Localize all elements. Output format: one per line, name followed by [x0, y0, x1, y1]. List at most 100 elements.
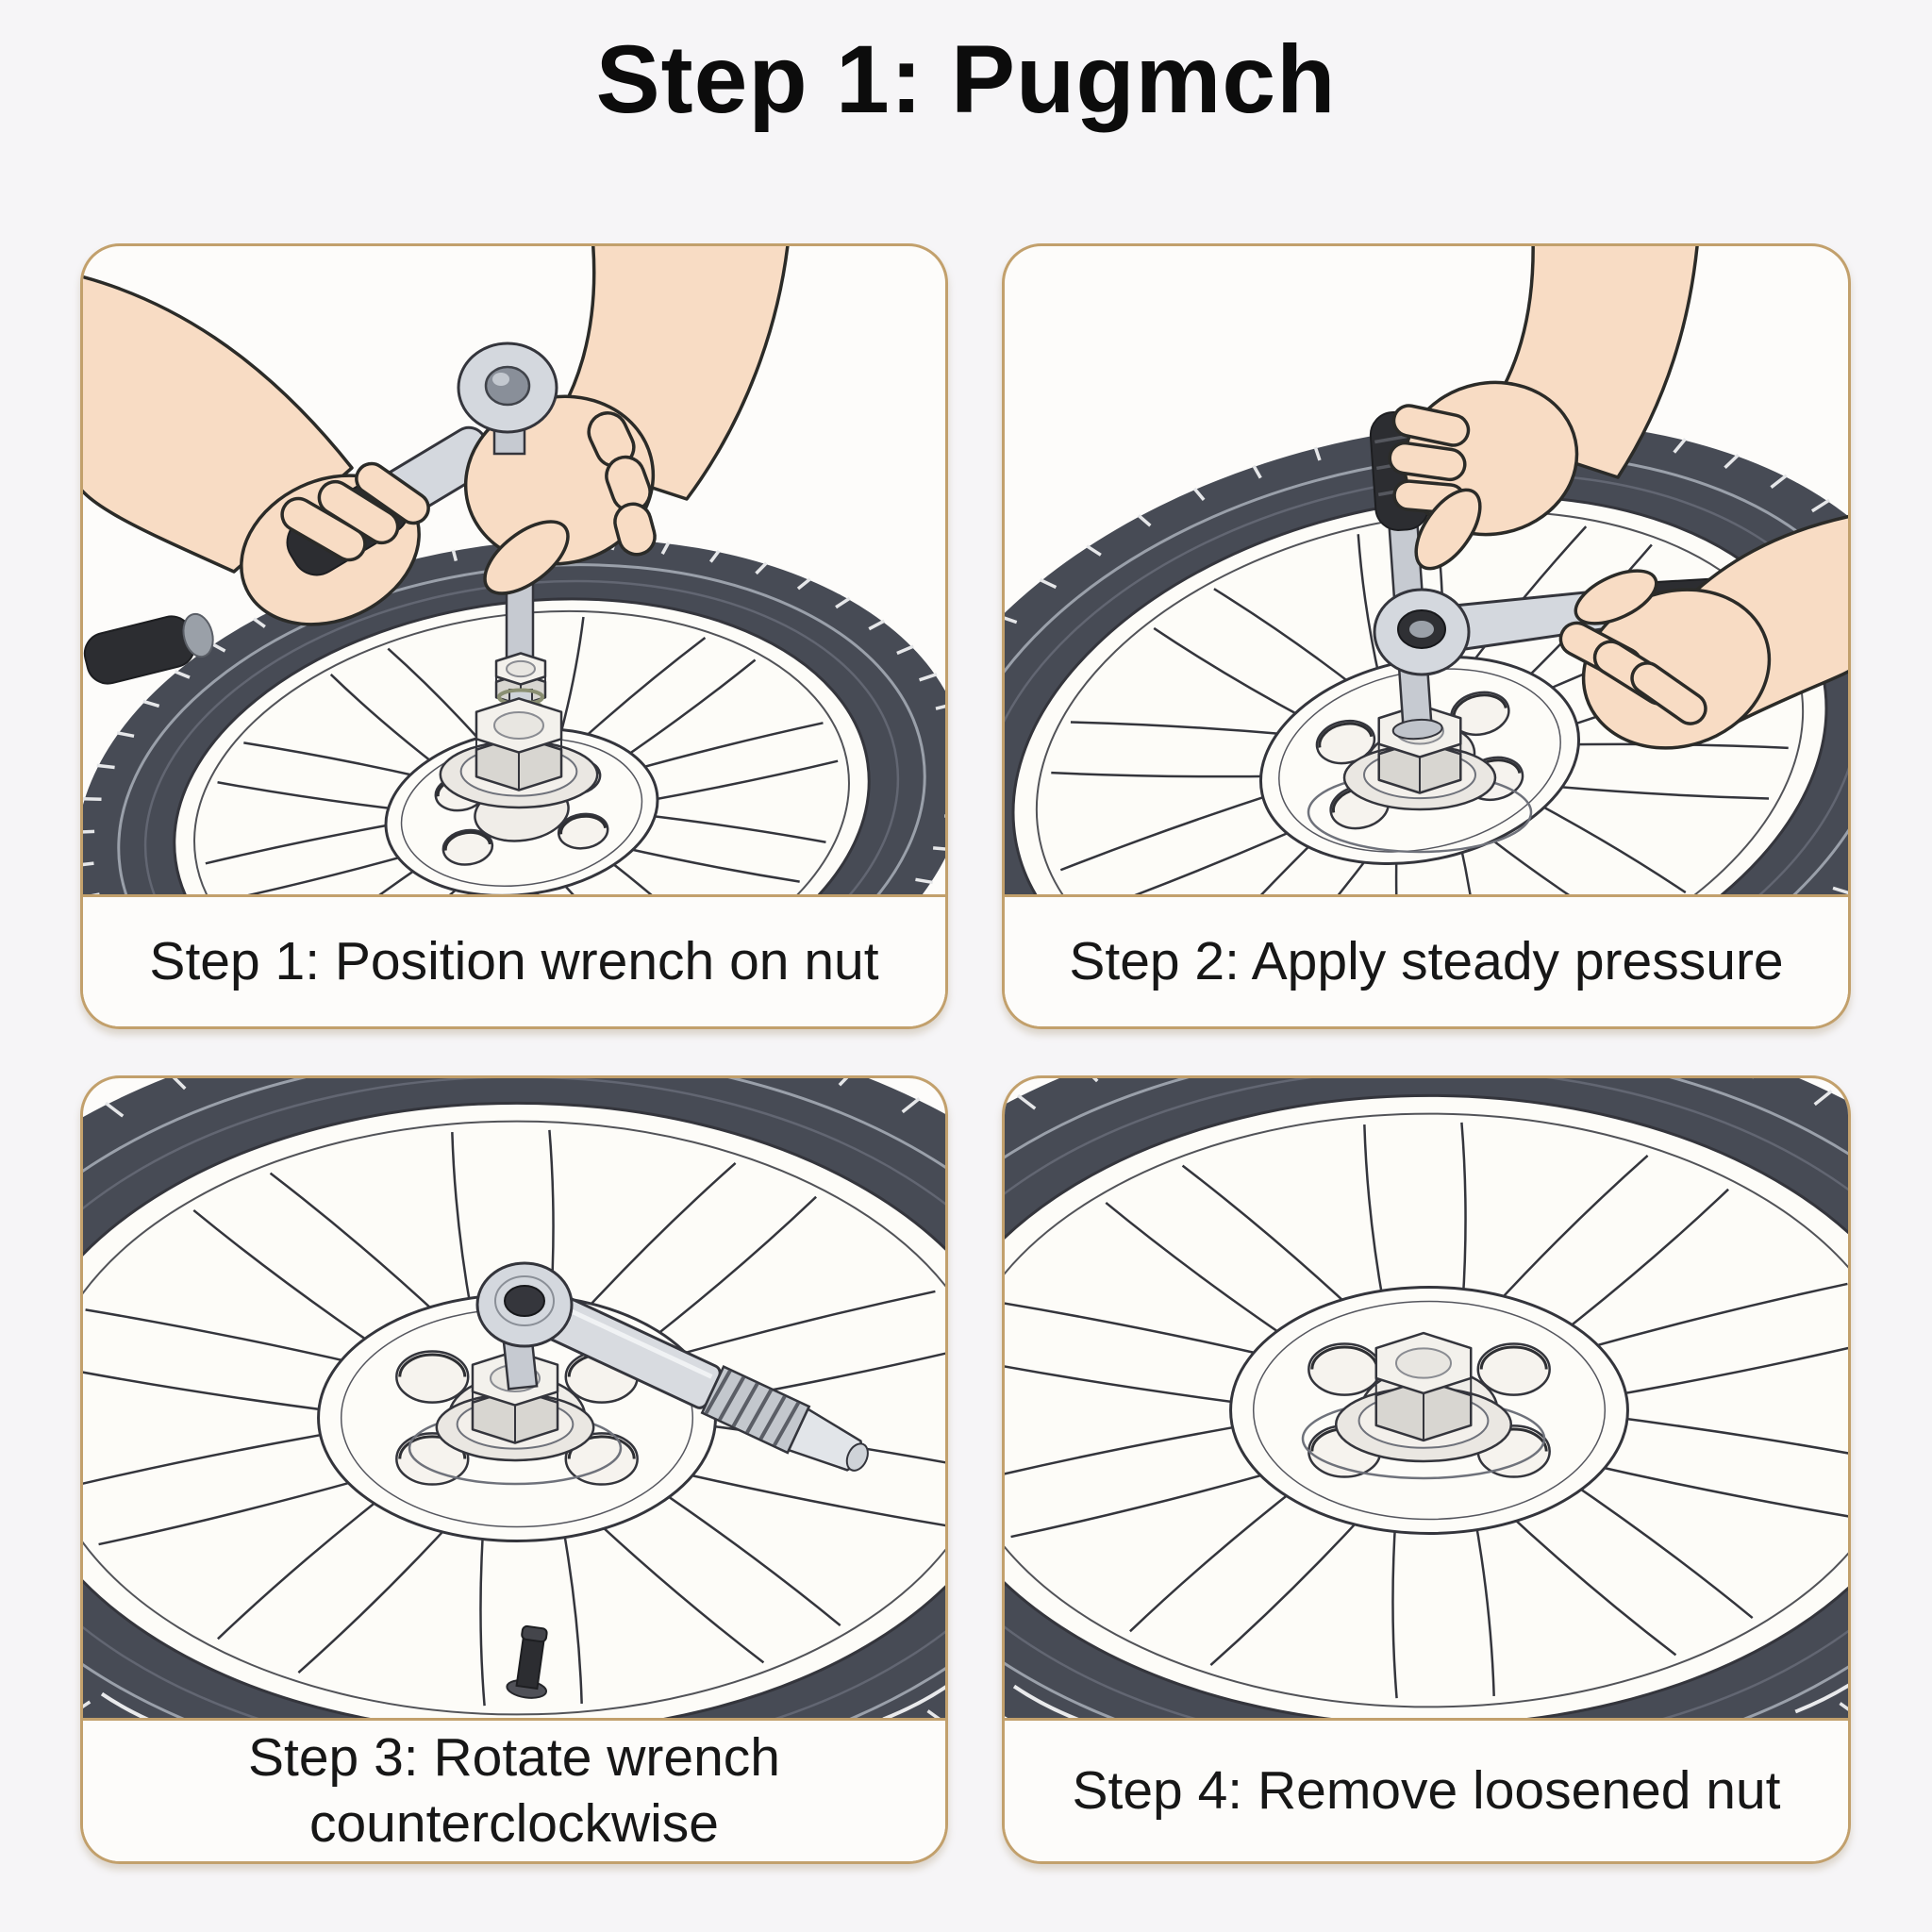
step-panel-3: Step 3: Rotate wrench counterclockwise [80, 1075, 948, 1864]
tread-tick [919, 673, 938, 682]
finger [317, 479, 400, 545]
tread-tick [96, 763, 115, 770]
tire-groove [882, 1685, 945, 1718]
tread-tick [1005, 614, 1018, 625]
tread-tick [1810, 498, 1831, 513]
spoke-line [479, 1524, 486, 1707]
step-2-caption: Step 2: Apply steady pressure [1005, 894, 1848, 1026]
spoke-line [1544, 784, 1770, 800]
spoke-line [641, 759, 839, 804]
spoke-line [618, 658, 757, 762]
tread-tick [1724, 453, 1740, 470]
lug-nut [1334, 1331, 1513, 1463]
spoke-line [387, 647, 486, 747]
tread-tick [451, 549, 458, 562]
spoke-line [1460, 1122, 1467, 1304]
tread-tick [211, 642, 226, 653]
tread-tick [83, 1700, 92, 1708]
spoke-line [217, 781, 404, 811]
top-hand [1388, 246, 1699, 571]
spoke-line [83, 1429, 343, 1485]
spoke-line [640, 813, 826, 843]
loosened-nut-illustration [1005, 1078, 1848, 1718]
finger [355, 461, 430, 525]
spoke-line [269, 1172, 444, 1321]
ratchet-head [457, 341, 558, 456]
hands-positioning-wrench-illustration [83, 246, 945, 894]
spoke-line [670, 1469, 945, 1527]
tread-tick [935, 702, 945, 710]
tread-tick [142, 699, 160, 708]
spoke-line [1557, 1188, 1729, 1338]
tread-tick [1086, 544, 1102, 557]
spoke-line [1005, 1365, 1255, 1407]
spoke-line [1582, 1461, 1848, 1518]
spoke-line [590, 1515, 765, 1664]
tread-tick [915, 877, 933, 885]
tread-tick [901, 1097, 921, 1114]
spoke-line [1153, 626, 1309, 722]
spoke-line [98, 1475, 371, 1546]
thumb [1574, 569, 1658, 625]
spoke-line [653, 1485, 841, 1626]
tire-groove [1794, 1683, 1848, 1714]
tire-groove [1012, 1684, 1079, 1718]
spoke-line [1187, 835, 1321, 894]
tread-tick [116, 731, 135, 739]
spoke-line [558, 616, 585, 741]
tread-tick [1192, 487, 1206, 502]
tread-tick [932, 846, 945, 852]
lug-hole [441, 828, 494, 866]
spoke-line [1465, 525, 1588, 671]
tread-tick [926, 1709, 941, 1718]
tread-tick [1039, 578, 1058, 590]
spoke-line [1394, 851, 1406, 894]
spoke-line [220, 852, 414, 894]
tread-tick [83, 829, 95, 834]
tread-tick [83, 861, 94, 868]
spoke-line [451, 1132, 474, 1313]
tread-tick [835, 596, 851, 609]
spoke-line [1105, 1202, 1293, 1343]
spoke-line [1059, 790, 1281, 872]
spoke-line [85, 1308, 364, 1367]
hands-steady-pressure-illustration [1005, 246, 1848, 894]
tread-tick [796, 577, 811, 591]
tread-tick [1252, 464, 1262, 479]
spoke-line [1391, 1517, 1398, 1699]
tread-tick [1813, 1090, 1833, 1107]
tread-tick [1016, 1093, 1037, 1110]
left-hand [83, 275, 421, 626]
spoke-line [243, 741, 425, 779]
spoke-line [1051, 771, 1279, 778]
spoke-line [1491, 1154, 1649, 1310]
spoke-line [287, 862, 425, 894]
spoke-line [1357, 534, 1381, 680]
spoke-line [558, 877, 657, 894]
lug-hole [395, 1350, 470, 1404]
spoke-line [1481, 831, 1626, 894]
spoke-line [329, 674, 440, 769]
spoke-line [1181, 1164, 1357, 1313]
tread-tick [755, 561, 768, 575]
tread-tick [1137, 514, 1152, 527]
spoke-line [1213, 588, 1358, 690]
right-hand [463, 246, 790, 595]
spoke-line [1575, 1282, 1848, 1353]
spoke-line [578, 1161, 737, 1318]
tread-tick [868, 619, 886, 631]
spoke-line [604, 856, 714, 894]
spoke-line [1530, 799, 1687, 894]
right-hand [1558, 514, 1848, 750]
spoke-line [297, 1518, 456, 1674]
spoke-line [1005, 1302, 1276, 1359]
step-1-art [83, 246, 945, 894]
lug-hole [1307, 1342, 1382, 1396]
spoke-line [1604, 1414, 1848, 1455]
spoke-line [1089, 824, 1305, 894]
spoke-line [644, 1195, 817, 1345]
finger [613, 502, 657, 557]
finger [1388, 441, 1467, 482]
thumb [483, 520, 570, 595]
lug-hole [1476, 1342, 1551, 1396]
